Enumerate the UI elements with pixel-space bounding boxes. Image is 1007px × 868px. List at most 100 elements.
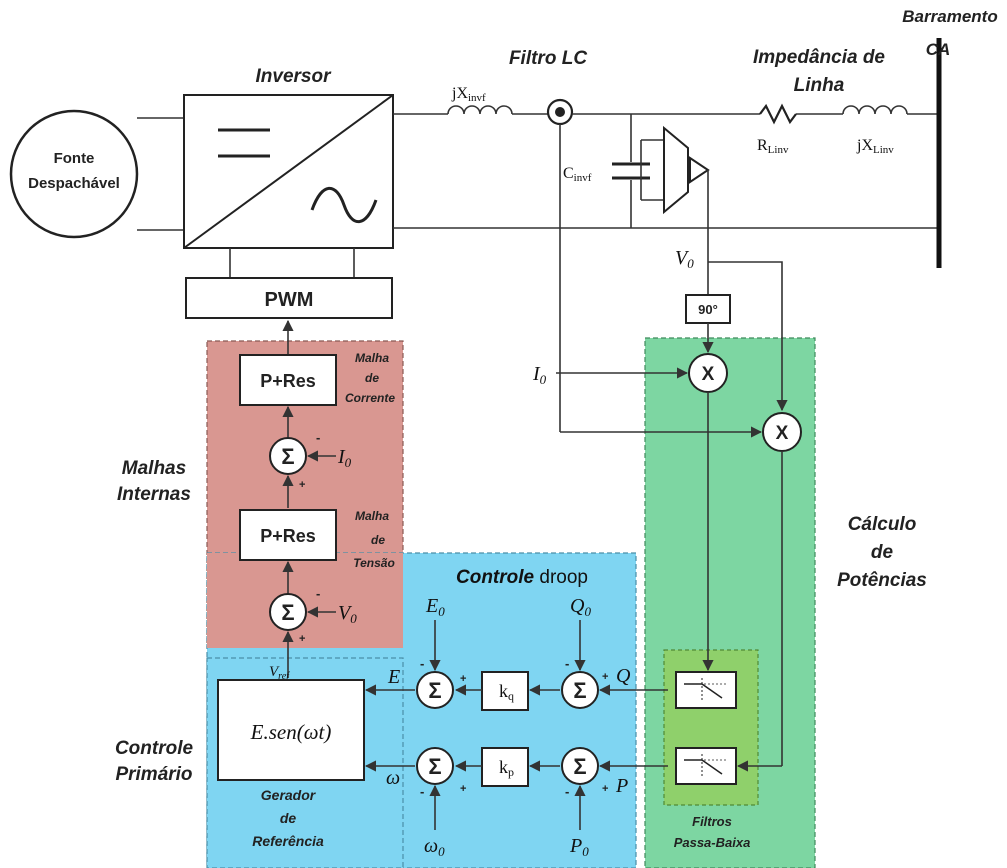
generator-title-2: de	[280, 810, 297, 826]
vref-label: Vref	[269, 664, 290, 682]
source-label-1: Fonte	[54, 150, 95, 167]
esen-label: E.sen(ωt)	[250, 720, 332, 744]
wire-v0-to-mult2	[708, 261, 788, 412]
power-calc-title-1: Cálculo	[848, 514, 917, 535]
current-controller-label: P+Res	[260, 371, 316, 391]
phase-shift-90-block	[685, 294, 731, 324]
p0-label: P0	[569, 835, 589, 859]
voltage-controller-label: P+Res	[260, 526, 316, 546]
dispatchable-source	[9, 109, 139, 239]
e0-label: E0	[425, 595, 445, 619]
voltage-sensor-tip	[689, 156, 710, 184]
multiplier-p-symbol: X	[776, 423, 789, 444]
voltage-loop-label-2: de	[371, 533, 385, 547]
q0-label: Q0	[570, 595, 591, 619]
line-inductor	[842, 105, 908, 115]
primary-control-title-2: Primário	[115, 764, 192, 785]
bus-title-2: CA	[926, 40, 951, 59]
line-resistor	[759, 103, 797, 125]
e-sum-symbol: Σ	[428, 678, 441, 703]
omega-sum	[416, 747, 454, 785]
q-sum-plus: +	[602, 671, 608, 683]
line-impedance-title-1: Impedância de	[753, 47, 885, 68]
lowpass-filter-p	[675, 747, 737, 785]
voltage-error-sum	[269, 593, 307, 631]
inverter-diagonal	[183, 94, 394, 249]
p-signal-label: P	[615, 775, 628, 797]
droop-control-title: Controle droop	[456, 567, 588, 588]
lpf-q-slope	[701, 683, 723, 699]
q-sum-symbol: Σ	[573, 678, 586, 703]
current-error-sum	[269, 437, 307, 475]
e-sum-plus-right: +	[460, 673, 466, 685]
p-error-sum	[561, 747, 599, 785]
generator-title-3: Referência	[252, 833, 324, 849]
kq-label: kq	[499, 681, 514, 703]
primary-control-title-1: Controle	[115, 738, 194, 759]
voltage-sum-symbol: Σ	[281, 600, 294, 625]
e-signal-label: E	[387, 666, 400, 688]
reference-generator-block	[217, 679, 365, 781]
v0-top-label: V0	[675, 247, 694, 271]
voltage-sensor	[663, 125, 689, 215]
q-sum-minus: -	[565, 656, 569, 671]
inverter-title: Inversor	[256, 66, 333, 87]
q-error-sum	[561, 671, 599, 709]
lc-filter-title: Filtro LC	[509, 48, 587, 69]
omega-sum-symbol: Σ	[428, 754, 441, 779]
voltage-sum-plus: +	[299, 633, 305, 645]
multiplier-q-symbol: X	[702, 364, 715, 385]
current-loop-label-1: Malha	[355, 351, 389, 365]
internal-loops-overlap	[207, 553, 403, 648]
pwm-block	[185, 277, 393, 319]
voltage-loop-label-1: Malha	[355, 509, 389, 523]
e-sum	[416, 671, 454, 709]
kp-gain-block	[481, 747, 529, 787]
filters-title-2: Passa-Baixa	[674, 835, 751, 850]
kp-label: kp	[499, 757, 514, 779]
current-loop-label-3: Corrente	[345, 391, 395, 405]
ac-symbol	[310, 186, 378, 224]
current-controller-block	[239, 354, 337, 406]
current-sensor-dot	[555, 107, 565, 117]
internal-loops-title-2: Internas	[117, 484, 191, 505]
omega-signal-label: ω	[386, 767, 400, 789]
lpf-p-slope	[701, 759, 723, 775]
phase-shift-label: 90°	[698, 302, 718, 317]
generator-title-1: Gerador	[261, 787, 317, 803]
r-linv-label: RLinv	[757, 137, 789, 156]
i0-left-label: I0	[532, 363, 547, 387]
voltage-controller-block	[239, 509, 337, 561]
sum-v0-label: V0	[338, 602, 357, 626]
current-loop-label-2: de	[365, 371, 379, 385]
q-signal-label: Q	[616, 665, 631, 687]
omega0-label: ω0	[424, 835, 445, 859]
p-sum-symbol: Σ	[573, 754, 586, 779]
w-sum-plus-right: +	[460, 783, 466, 795]
kq-gain-block	[481, 671, 529, 711]
pwm-label: PWM	[265, 289, 314, 311]
omega-sum-minus: -	[420, 784, 424, 799]
c-invf-label: Cinvf	[563, 165, 592, 184]
voltage-loop-label-3: Tensão	[353, 556, 395, 570]
lowpass-filter-q	[675, 671, 737, 709]
current-sum-minus: -	[316, 430, 320, 445]
current-sum-symbol: Σ	[281, 444, 294, 469]
sum-i0-label: I0	[337, 446, 352, 470]
filters-title-1: Filtros	[692, 814, 732, 829]
power-calc-title-2: de	[871, 542, 894, 563]
p-sum-minus: -	[565, 784, 569, 799]
internal-loops-title-1: Malhas	[122, 458, 186, 479]
filter-inductor	[447, 105, 513, 115]
voltage-sum-minus: -	[316, 586, 320, 601]
current-sum-plus: +	[299, 479, 305, 491]
jx-linv-label: jXLinv	[856, 137, 894, 156]
source-label-2: Despachável	[28, 175, 120, 192]
bus-title-1: Barramento	[902, 7, 997, 26]
line-impedance-title-2: Linha	[794, 75, 845, 96]
p-sum-plus: +	[602, 783, 608, 795]
power-calc-title-3: Potências	[837, 570, 927, 591]
e-sum-minus: -	[420, 656, 424, 671]
jx-invf-label: jXinvf	[451, 85, 486, 104]
